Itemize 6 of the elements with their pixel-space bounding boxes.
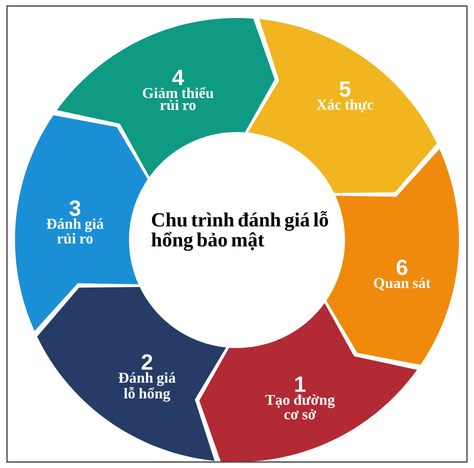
cycle-segment: 3 Đánh giá rủi ro [15,115,148,331]
cycle-segment: 4 Giảm thiểu rủi ro [56,18,275,177]
title: Chu trình đánh giá lỗ hổng bảo mật [152,211,328,251]
cycle-segment: 1 Tạo đường cơ sở [199,303,418,462]
cycle-segment: 2 Đánh giá lỗ hổng [37,287,226,461]
cycle-segment: 5 Xác thực [248,19,437,193]
